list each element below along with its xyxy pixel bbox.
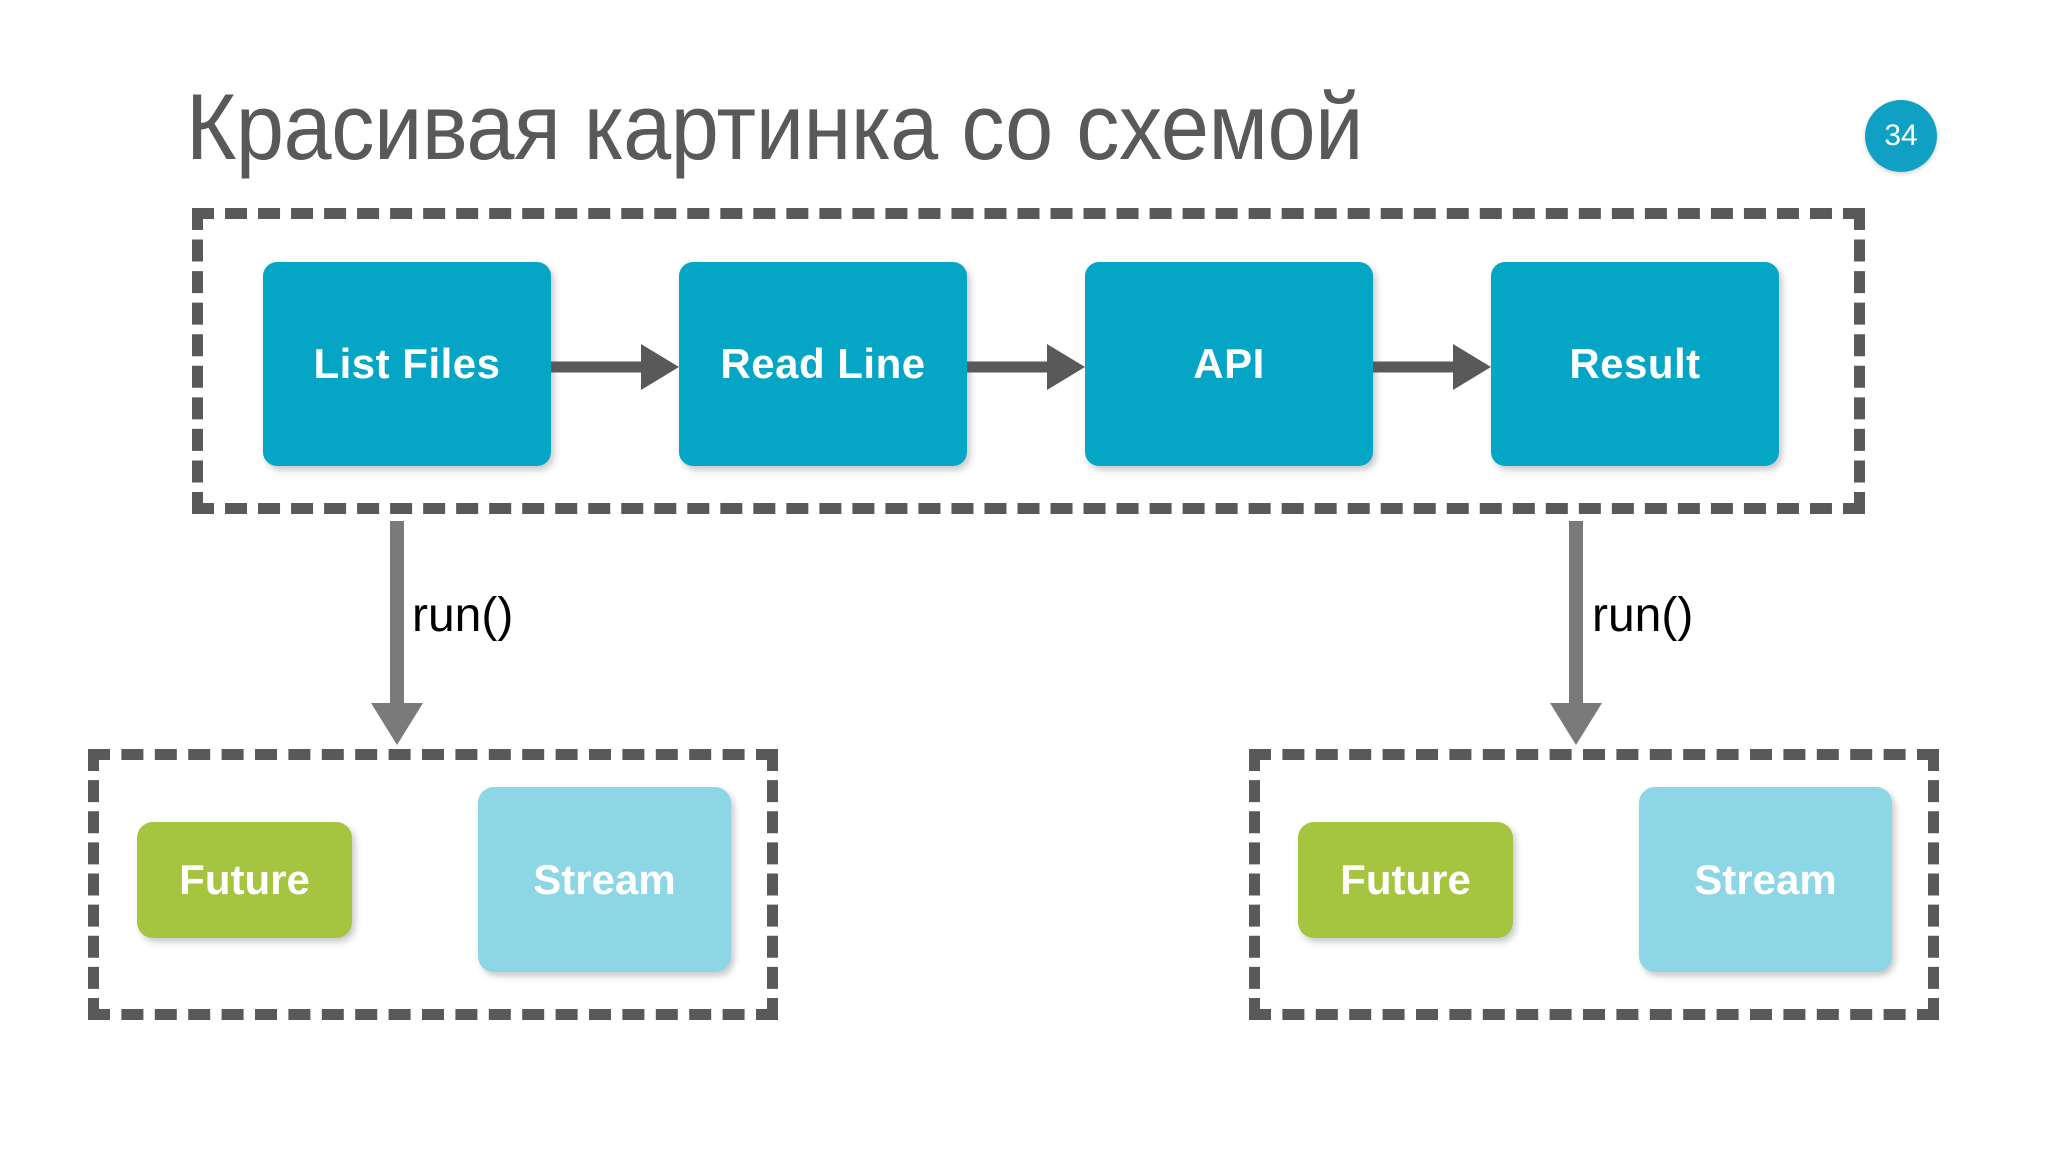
right-result-group-border <box>1249 749 1939 1020</box>
left-result-group-border <box>88 749 778 1020</box>
connector-arrow-left-run <box>369 521 425 745</box>
arrow-shaft <box>1373 361 1457 373</box>
process-box-label: API <box>1193 340 1265 387</box>
arrow-list-files-to-read-line <box>551 344 679 390</box>
arrow-head <box>1047 344 1085 390</box>
pipeline-group-border <box>192 208 1865 514</box>
arrow-shaft <box>390 521 404 707</box>
connector-label-left-run: run() <box>412 589 514 642</box>
left-stream-label: Stream <box>533 855 676 903</box>
arrow-shaft <box>551 361 645 373</box>
right-stream-box[interactable]: Stream <box>1639 787 1892 972</box>
arrow-read-line-to-api <box>967 344 1085 390</box>
arrow-head <box>1550 703 1602 745</box>
arrow-shaft <box>1569 521 1583 707</box>
left-stream-box[interactable]: Stream <box>478 787 731 972</box>
left-future-box[interactable]: Future <box>137 822 352 938</box>
process-box-label: Result <box>1569 340 1701 387</box>
left-future-label: Future <box>179 856 310 903</box>
process-box-read-line[interactable]: Read Line <box>679 262 967 466</box>
process-box-list-files[interactable]: List Files <box>263 262 551 466</box>
process-box-label: Read Line <box>720 340 926 387</box>
page-title: Красивая картинка со схемой <box>186 74 1363 179</box>
connector-arrow-right-run <box>1548 521 1604 745</box>
arrow-head <box>641 344 679 390</box>
process-box-label: List Files <box>313 340 501 387</box>
page-number-badge: 34 <box>1865 100 1937 172</box>
right-future-label: Future <box>1340 856 1471 903</box>
process-box-result[interactable]: Result <box>1491 262 1779 466</box>
arrow-shaft <box>967 361 1051 373</box>
arrow-head <box>371 703 423 745</box>
right-future-box[interactable]: Future <box>1298 822 1513 938</box>
arrow-head <box>1453 344 1491 390</box>
arrow-api-to-result <box>1373 344 1491 390</box>
process-box-api[interactable]: API <box>1085 262 1373 466</box>
connector-label-right-run: run() <box>1592 589 1694 642</box>
right-stream-label: Stream <box>1694 855 1837 903</box>
